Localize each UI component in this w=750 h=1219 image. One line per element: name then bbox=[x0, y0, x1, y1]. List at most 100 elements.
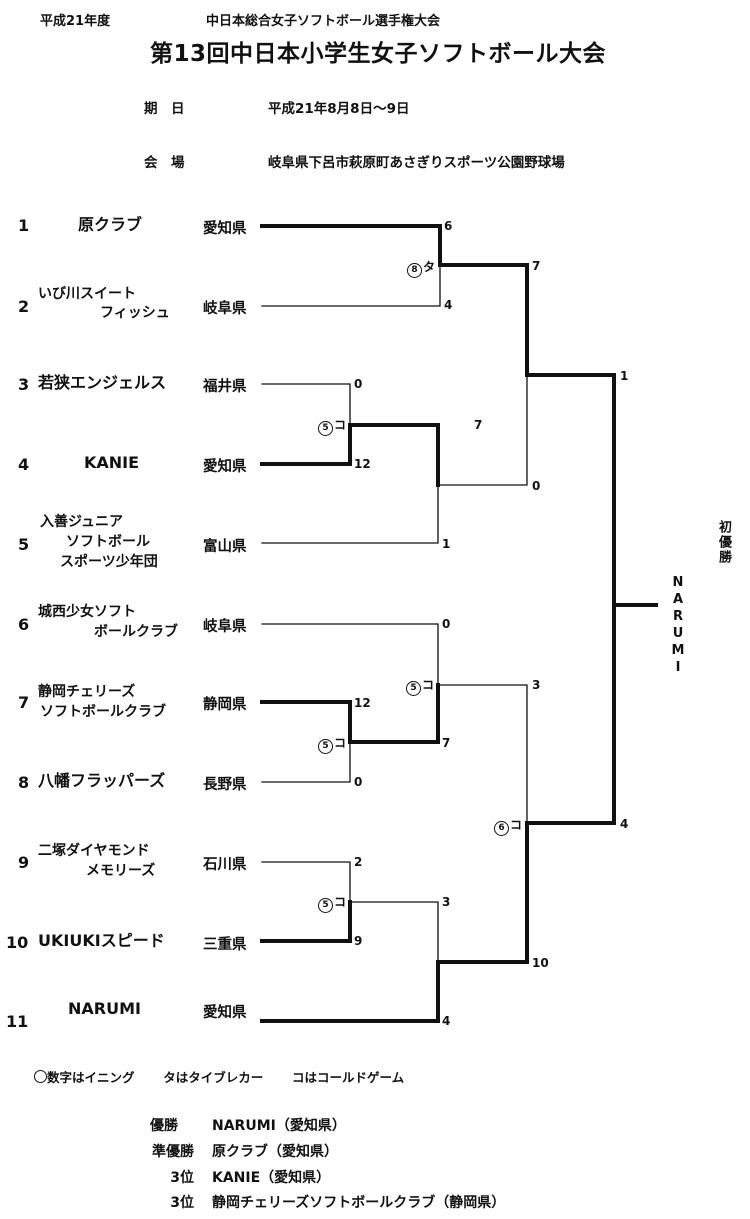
line-team-8 bbox=[261, 741, 351, 783]
champion-name-vertical: N A R U M I bbox=[670, 574, 686, 676]
team-prefecture: 長野県 bbox=[203, 777, 247, 793]
team-prefecture: 石川県 bbox=[203, 857, 247, 873]
champion-letter: U bbox=[672, 626, 684, 641]
team-name: 入善ジュニア bbox=[40, 514, 124, 530]
team-name: KANIE bbox=[84, 453, 140, 472]
date-value: 平成21年8月8日～9日 bbox=[268, 101, 410, 117]
inning-circle-icon: 6 bbox=[494, 821, 509, 836]
team-prefecture: 三重県 bbox=[203, 937, 247, 953]
inning-circle-icon: 5 bbox=[406, 681, 421, 696]
score-label: 4 bbox=[442, 1014, 451, 1028]
line-sf1 bbox=[525, 373, 616, 607]
result-value: 原クラブ（愛知県） bbox=[212, 1144, 338, 1160]
champion-letter: M bbox=[671, 643, 685, 658]
inning-circle-icon: 5 bbox=[318, 421, 333, 436]
header-year: 平成21年度 bbox=[40, 14, 111, 29]
score-label: 3 bbox=[442, 895, 451, 909]
line-team-5 bbox=[261, 484, 439, 544]
team-number: 3 bbox=[18, 375, 30, 394]
line-team-1 bbox=[260, 224, 442, 267]
method-mark: コ bbox=[334, 895, 347, 909]
team-name: 八幡フラッパーズ bbox=[38, 771, 166, 790]
result-value: 静岡チェリーズソフトボールクラブ（静岡県） bbox=[212, 1195, 506, 1211]
score-label: 2 bbox=[354, 855, 363, 869]
team-number: 10 bbox=[6, 933, 29, 952]
inning-circle-icon: 5 bbox=[318, 739, 333, 754]
result-label: 優勝 bbox=[150, 1118, 178, 1134]
team-name: 静岡チェリーズ bbox=[38, 684, 136, 700]
team-name: 城西少女ソフト bbox=[38, 604, 136, 620]
champion-label: 初優勝 bbox=[716, 520, 731, 565]
score-label: 12 bbox=[354, 696, 371, 710]
line-team-7 bbox=[260, 700, 352, 744]
team-number: 9 bbox=[18, 853, 30, 872]
team-name: フィッシュ bbox=[100, 305, 170, 321]
result-label: 3位 bbox=[170, 1195, 194, 1211]
team-number: 11 bbox=[6, 1012, 29, 1031]
legend: 数字はイニング タはタイブレカー コはコールドゲーム bbox=[34, 1067, 404, 1086]
header-parent-tournament: 中日本総合女子ソフトボール選手権大会 bbox=[206, 14, 441, 29]
team-name: ソフトボールクラブ bbox=[40, 704, 166, 720]
team-name: 原クラブ bbox=[78, 215, 143, 234]
line-winner-3-4 bbox=[348, 423, 440, 487]
line-sf2 bbox=[525, 603, 616, 825]
score-label: 12 bbox=[354, 457, 371, 471]
line-team-4 bbox=[260, 423, 352, 466]
score-label: 0 bbox=[354, 775, 363, 789]
inning-circle-icon: 8 bbox=[407, 263, 422, 278]
line-winner-1-2 bbox=[438, 263, 529, 377]
line-winner-7-8 bbox=[348, 683, 440, 744]
team-prefecture: 愛知県 bbox=[203, 1005, 247, 1021]
score-label: 4 bbox=[620, 817, 629, 831]
method-mark: コ bbox=[334, 418, 347, 432]
venue-label: 会 場 bbox=[144, 155, 185, 171]
team-name: メモリーズ bbox=[86, 863, 156, 879]
champion-letter: I bbox=[675, 660, 681, 675]
result-label: 準優勝 bbox=[152, 1144, 194, 1160]
page-title: 第13回中日本小学生女子ソフトボール大会 bbox=[150, 41, 607, 67]
team-name: ソフトボール bbox=[66, 534, 150, 550]
method-mark: コ bbox=[334, 736, 347, 750]
score-label: 0 bbox=[354, 377, 363, 391]
line-team-6 bbox=[261, 623, 439, 686]
score-label: 4 bbox=[444, 298, 453, 312]
score-label: 0 bbox=[532, 479, 541, 493]
legend-ta-text: タはタイブレカー bbox=[163, 1070, 264, 1085]
champion-letter: R bbox=[672, 609, 683, 624]
team-prefecture: 富山県 bbox=[203, 539, 247, 555]
venue-value: 岐阜県下呂市萩原町あさぎりスポーツ公園野球場 bbox=[268, 155, 565, 171]
score-label: 10 bbox=[532, 956, 549, 970]
team-prefecture: 岐阜県 bbox=[203, 301, 247, 317]
method-mark: タ bbox=[423, 260, 436, 274]
team-number: 5 bbox=[18, 535, 30, 554]
line-winner-9-10 bbox=[349, 901, 439, 963]
team-number: 7 bbox=[18, 693, 30, 712]
team-name: NARUMI bbox=[68, 999, 141, 1018]
date-label: 期 日 bbox=[144, 101, 185, 117]
team-number: 1 bbox=[18, 216, 30, 235]
score-label: 0 bbox=[442, 617, 451, 631]
team-prefecture: 愛知県 bbox=[203, 221, 247, 237]
result-label: 3位 bbox=[170, 1170, 194, 1186]
inning-circle-icon: 5 bbox=[318, 898, 333, 913]
score-label: 6 bbox=[444, 219, 453, 233]
score-label: 3 bbox=[532, 678, 541, 692]
result-value: NARUMI（愛知県） bbox=[212, 1118, 346, 1134]
team-prefecture: 愛知県 bbox=[203, 459, 247, 475]
champion-letter: A bbox=[672, 592, 684, 607]
legend-circle-icon bbox=[34, 1070, 47, 1083]
team-number: 4 bbox=[18, 455, 30, 474]
team-name: スポーツ少年団 bbox=[60, 554, 158, 570]
score-label: 1 bbox=[442, 537, 451, 551]
legend-ko-text: コはコールドゲーム bbox=[291, 1070, 405, 1085]
score-label: 1 bbox=[620, 369, 629, 383]
team-prefecture: 岐阜県 bbox=[203, 619, 247, 635]
team-name: ボールクラブ bbox=[94, 624, 178, 640]
result-value: KANIE（愛知県） bbox=[212, 1170, 331, 1186]
